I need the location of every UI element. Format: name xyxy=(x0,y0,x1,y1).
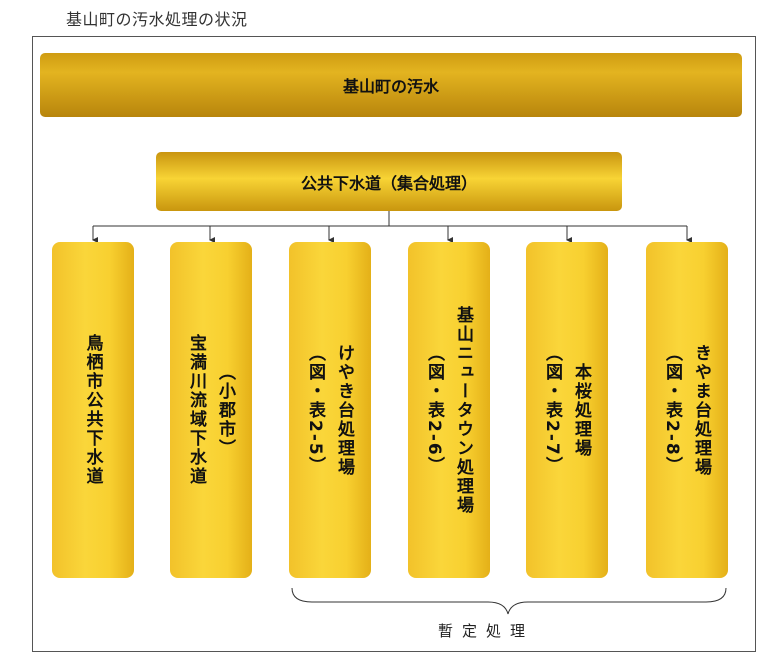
column-sublabel: （図・表2-5） xyxy=(305,344,325,476)
column-kiyama-newtown-plant: （図・表2-6） 基山ニュータウン処理場 xyxy=(408,242,490,578)
column-label: けやき台処理場 xyxy=(334,343,354,477)
diagram-frame xyxy=(32,36,756,652)
interim-treatment-label: 暫定処理 xyxy=(438,622,535,640)
column-label: 基山ニュータウン処理場 xyxy=(453,305,473,515)
column-label: きやま台処理場 xyxy=(691,343,711,477)
mid-box-label: 公共下水道（集合処理） xyxy=(300,173,477,193)
column-keyakidai-plant: （図・表2-5） けやき台処理場 xyxy=(289,242,371,578)
column-label: 本桜処理場 xyxy=(571,362,591,458)
top-box-label: 基山町の汚水 xyxy=(342,77,439,96)
mid-box-public-sewer: 公共下水道（集合処理） xyxy=(156,152,622,211)
page-title: 基山町の汚水処理の状況 xyxy=(66,10,248,29)
column-tosu-public-sewer: 鳥栖市公共下水道 xyxy=(52,242,134,578)
column-sublabel: （図・表2-6） xyxy=(424,344,444,476)
column-label: 鳥栖市公共下水道 xyxy=(82,334,103,486)
interim-brace xyxy=(291,587,727,615)
column-label: 宝満川流域下水道 xyxy=(186,334,206,486)
column-homangawa-basin-sewer: 宝満川流域下水道 （小郡市） xyxy=(170,242,252,578)
column-sublabel: （図・表2-7） xyxy=(542,344,562,476)
column-kiyamadai-plant: （図・表2-8） きやま台処理場 xyxy=(646,242,728,578)
column-honzakura-plant: （図・表2-7） 本桜処理場 xyxy=(526,242,608,578)
column-sublabel: （小郡市） xyxy=(215,362,235,458)
top-box-kiyama-sewage: 基山町の汚水 xyxy=(40,53,742,117)
column-sublabel: （図・表2-8） xyxy=(662,344,682,476)
